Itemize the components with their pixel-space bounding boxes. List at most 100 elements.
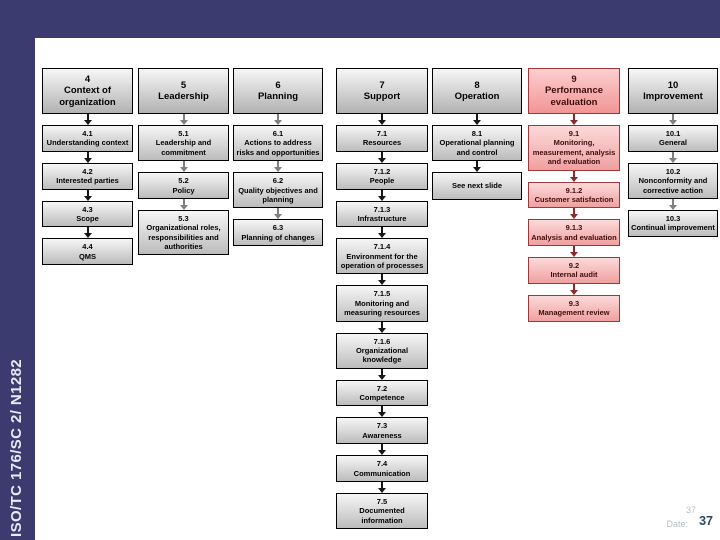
down-arrow-icon [42, 189, 133, 201]
footer-date-label: Date: [666, 519, 688, 529]
down-arrow-icon [233, 114, 323, 125]
box-4-4: 4.4 QMS [42, 238, 133, 265]
box-4-1: 4.1 Understanding context [42, 125, 133, 152]
clause-10-header: 10 Improvement [628, 68, 718, 114]
column-clause-6: 6 Planning 6.1 Actions to address risks … [233, 68, 323, 246]
box-code: 9.1.3 [565, 223, 583, 233]
box-label: See next slide [451, 181, 503, 191]
box-9-2: 9.2 Internal audit [528, 257, 620, 284]
down-arrow-icon [336, 227, 428, 239]
down-arrow-icon [42, 227, 133, 239]
clause-8-header: 8 Operation [432, 68, 522, 114]
box-label: Planning of changes [241, 232, 315, 242]
box-6-3: 6.3 Planning of changes [233, 219, 323, 246]
box-label: Operational planning and control [439, 138, 515, 157]
down-arrow-icon [336, 151, 428, 163]
down-arrow-icon [138, 198, 229, 210]
box-label: People [369, 176, 395, 186]
clause-number: 10 [667, 79, 679, 91]
clause-9-header: 9 Performance evaluation [528, 68, 620, 114]
clause-number: 7 [379, 79, 385, 91]
down-arrow-icon [336, 189, 428, 201]
box-label: Policy [172, 185, 195, 195]
down-arrow-icon [528, 246, 620, 257]
box-code: 7.2 [376, 383, 388, 393]
column-clause-4: 4 Context of organization 4.1 Understand… [42, 68, 133, 265]
clause-title: Leadership [158, 91, 209, 102]
down-arrow-icon [336, 481, 428, 493]
box-6-2: 6.2 Quality objectives and planning [233, 172, 323, 209]
box-label: General [659, 138, 687, 148]
box-label: Customer satisfaction [534, 194, 614, 204]
box-4-2: 4.2 Interested parties [42, 162, 133, 190]
box-code: 9.1.2 [565, 185, 583, 195]
box-7-2: 7.2 Competence [336, 379, 428, 407]
box-label: Awareness [362, 430, 402, 440]
clause-number: 5 [180, 79, 187, 91]
box-code: 7.1.4 [373, 242, 391, 252]
box-label: Communication [353, 468, 411, 478]
clause-6-header: 6 Planning [233, 68, 323, 114]
down-arrow-icon [336, 406, 428, 418]
box-7-1-5: 7.1.5 Monitoring and measuring resources [336, 285, 428, 322]
down-arrow-icon [628, 198, 718, 210]
box-10-1: 10.1 General [628, 125, 718, 152]
box-code: 7.5 [376, 496, 388, 506]
box-code: 5.1 [178, 129, 189, 138]
down-arrow-icon [628, 151, 718, 163]
box-9-1-3: 9.1.3 Analysis and evaluation [528, 219, 620, 246]
down-arrow-icon [528, 283, 620, 295]
box-label: Analysis and evaluation [531, 232, 617, 242]
down-arrow-icon [336, 368, 428, 380]
box-label: Infrastructure [357, 213, 407, 223]
down-arrow-icon [528, 170, 620, 182]
box-label: Management review [538, 308, 610, 318]
box-10-3: 10.3 Continual improvement [628, 209, 718, 237]
box-6-1: 6.1 Actions to address risks and opportu… [233, 125, 323, 162]
box-code: 9.1 [568, 129, 580, 138]
box-9-3: 9.3 Management review [528, 294, 620, 322]
box-code: 7.1.2 [373, 166, 391, 176]
sidebar-vertical-label: ISO/TC 176/SC 2/ N1282 [8, 358, 25, 537]
box-7-4: 7.4 Communication [336, 455, 428, 482]
down-arrow-icon [336, 444, 428, 456]
down-arrow-icon [233, 208, 323, 220]
clause-5-header: 5 Leadership [138, 68, 229, 114]
down-arrow-icon [42, 114, 133, 125]
box-code: 10.1 [665, 129, 681, 138]
box-code: 8.1 [471, 129, 483, 138]
box-label: Interested parties [56, 176, 119, 186]
box-code: 9.3 [568, 298, 580, 308]
box-label: Environment for the operation of process… [340, 251, 424, 270]
clause-title: Support [363, 91, 401, 102]
box-9-1: 9.1 Monitoring, measurement, analysis an… [528, 125, 620, 171]
box-7-1: 7.1 Resources [336, 125, 428, 152]
clause-number: 8 [474, 79, 480, 91]
clause-title: Context of organization [59, 85, 116, 108]
box-label: Resources [362, 138, 402, 148]
down-arrow-icon [432, 114, 522, 125]
box-code: 4.4 [82, 242, 93, 252]
clause-number: 9 [571, 74, 577, 86]
footer-ghost-number: 37 [685, 505, 696, 515]
box-code: 5.2 [178, 176, 189, 186]
box-10-2: 10.2 Nonconformity and corrective action [628, 162, 718, 199]
box-7-1-3: 7.1.3 Infrastructure [336, 200, 428, 228]
down-arrow-icon [336, 321, 428, 333]
box-7-3: 7.3 Awareness [336, 417, 428, 445]
box-code: 6.1 [272, 129, 284, 138]
box-label: Actions to address risks and opportuniti… [236, 138, 320, 157]
box-label: Monitoring and measuring resources [344, 298, 420, 318]
column-clause-9: 9 Performance evaluation 9.1 Monitoring,… [528, 68, 620, 322]
box-label: Organizational roles, responsibilities a… [146, 223, 221, 251]
box-label: Quality objectives and planning [238, 185, 318, 204]
down-arrow-icon [528, 114, 620, 125]
left-band [0, 0, 35, 540]
box-code: 7.3 [376, 421, 388, 431]
down-arrow-icon [336, 274, 428, 286]
box-label: Nonconformity and corrective action [638, 176, 708, 195]
down-arrow-icon [336, 114, 428, 125]
column-clause-10: 10 Improvement 10.1 General 10.2 Nonconf… [628, 68, 718, 237]
box-5-1: 5.1 Leadership and commitment [138, 125, 229, 162]
